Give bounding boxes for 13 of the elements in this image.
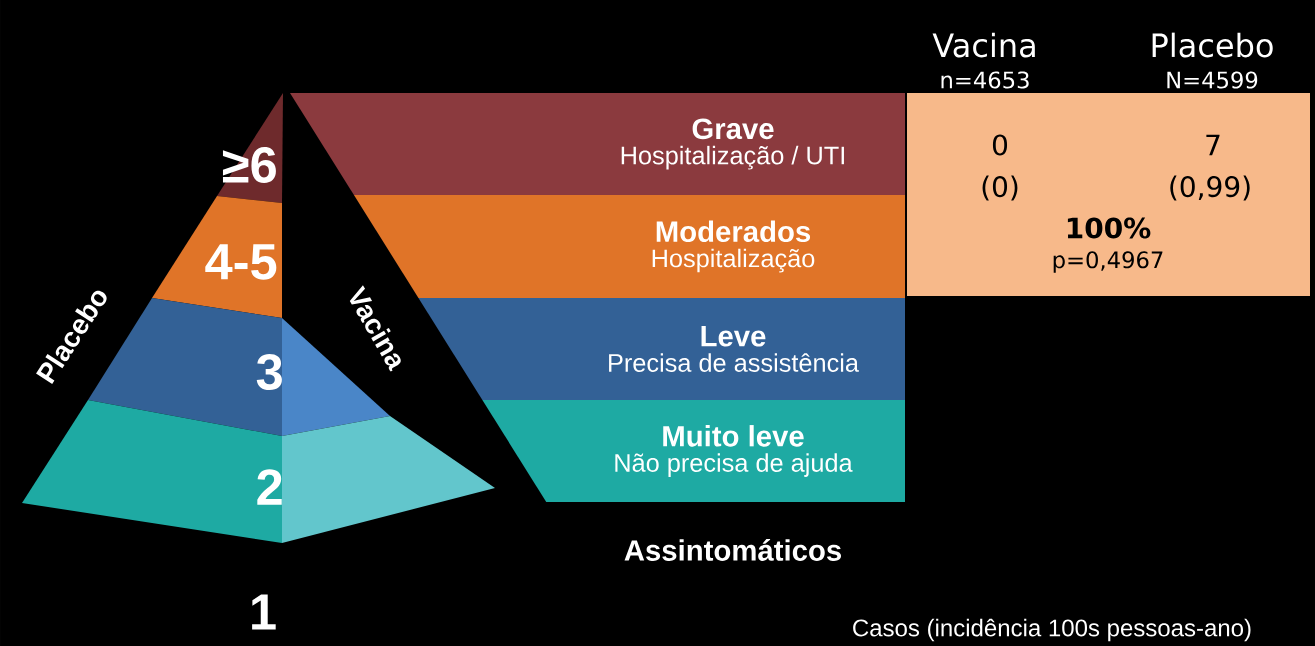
sample-size: n=4653: [941, 71, 1029, 89]
severity-band: Leve Precisa de assistência: [418, 298, 905, 400]
level-number: 1: [252, 594, 276, 630]
footnote: Casos (incidência 100s pessoas-ano): [853, 618, 1251, 642]
pyramid-layer: ≥6: [217, 93, 283, 203]
severity-band: Muito leve Não precisa de ajuda: [482, 400, 905, 502]
column-header: Placebo: [1152, 32, 1273, 58]
category-label: Assintomáticos: [624, 539, 841, 561]
severity-band: Grave Hospitalização / UTI: [290, 93, 905, 195]
pyramid-layer: 2: [22, 400, 495, 543]
results-box: 0 (0) 7 (0,99) 100% p=0,4967: [907, 93, 1310, 296]
pyramid-layer: 4-5: [152, 196, 282, 318]
column-header: Vacina: [932, 32, 1035, 58]
